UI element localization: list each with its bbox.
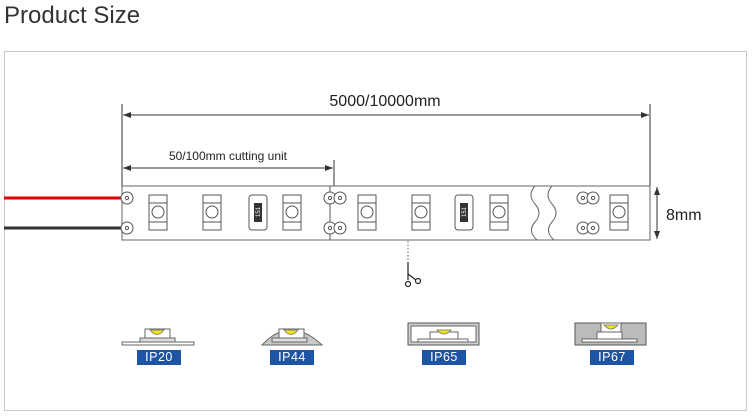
resistor-code: 151 (462, 206, 468, 217)
solder-hole (590, 225, 596, 231)
solder-hole (590, 195, 596, 201)
scissors-icon (404, 262, 422, 288)
solder-pad (120, 191, 134, 205)
resistor-body (460, 203, 468, 222)
led-lens (285, 205, 299, 219)
ip67-badge: IP67 (590, 350, 634, 365)
led-lens (151, 205, 165, 219)
solder-pad (120, 221, 134, 235)
ip20-badge: IP20 (137, 350, 181, 365)
led-lens (414, 205, 428, 219)
solder-hole (580, 195, 586, 201)
led-strip (121, 185, 651, 241)
led-lens (205, 205, 219, 219)
solder-hole (337, 195, 343, 201)
ip65-badge: IP65 (422, 350, 466, 365)
led-lens (360, 205, 374, 219)
solder-hole (580, 225, 586, 231)
resistor-code: 151 (256, 206, 262, 217)
section-title: Product Size (4, 2, 141, 29)
solder-pad (586, 191, 600, 205)
solder-hole (337, 225, 343, 231)
solder-hole (327, 195, 333, 201)
ip44-badge: IP44 (270, 350, 314, 365)
strip-components: 151 151 (120, 191, 629, 235)
break-mark (530, 185, 557, 241)
diagram-frame (4, 51, 747, 411)
led-lens (492, 205, 506, 219)
solder-pad (333, 221, 347, 235)
ip-cross-sections (121, 322, 647, 346)
total-length-dimension (121, 104, 660, 239)
solder-pad (586, 221, 600, 235)
resistor-body (254, 203, 262, 222)
solder-hole (124, 225, 130, 231)
length-label: 5000/10000mm (329, 93, 440, 110)
solder-pad (333, 191, 347, 205)
solder-hole (327, 225, 333, 231)
led-lens (612, 205, 626, 219)
cutting-unit-label: 50/100mm cutting unit (169, 149, 288, 163)
width-label: 8mm (666, 207, 702, 224)
solder-hole (124, 195, 130, 201)
